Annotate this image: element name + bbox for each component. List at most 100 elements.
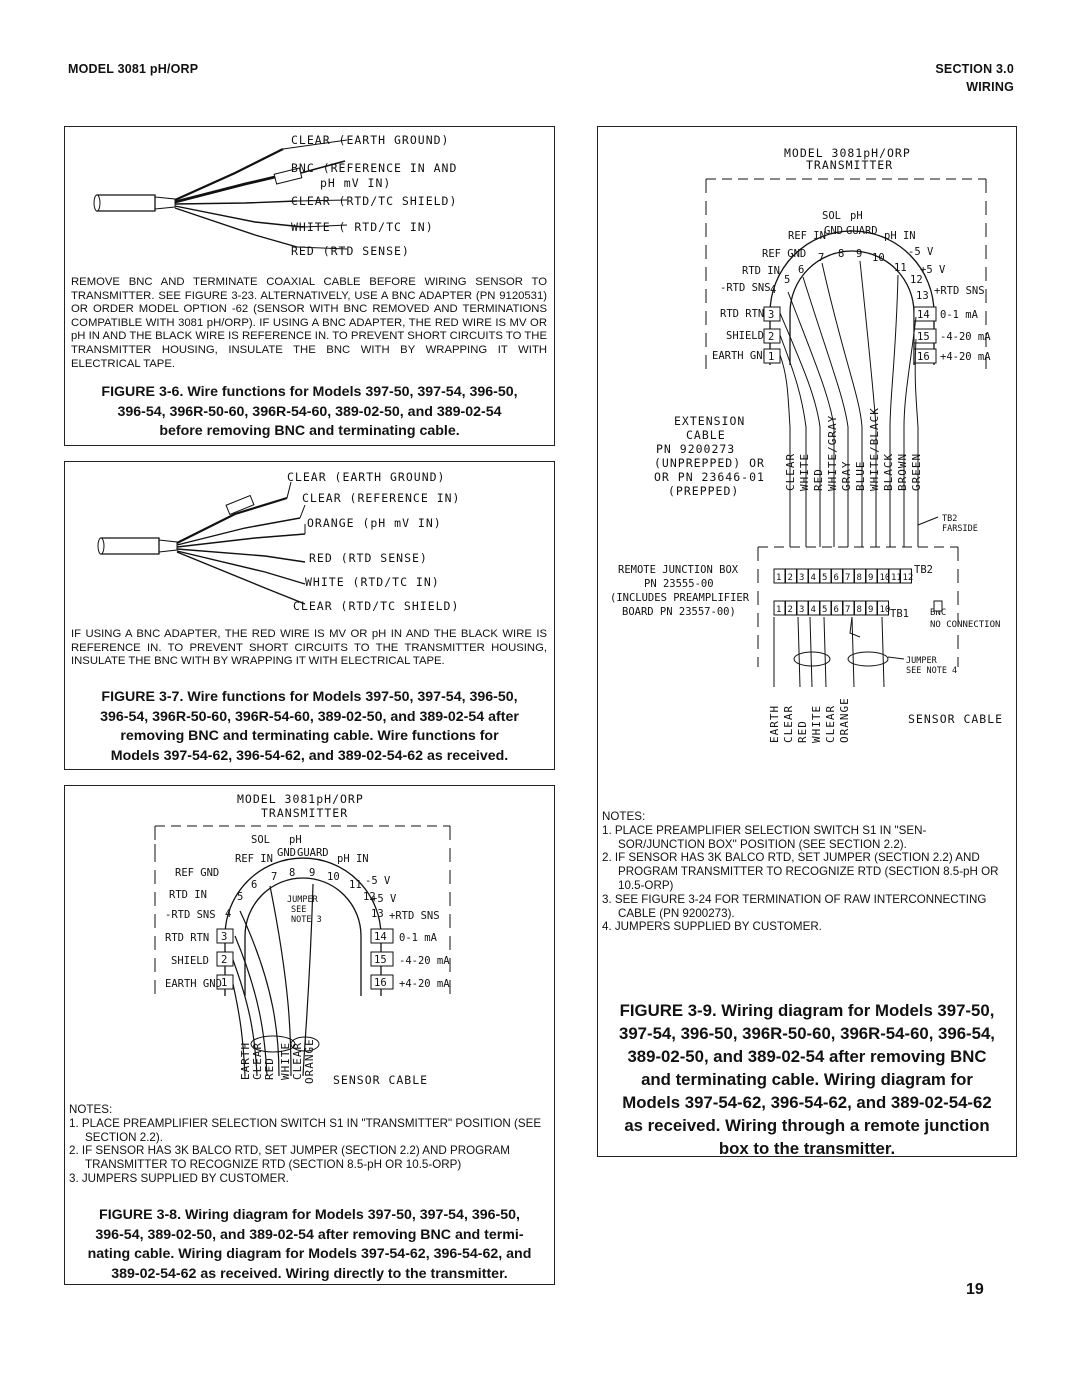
- fig7-caption-line: 396-54, 396R-50-60, 396R-54-60, 389-02-5…: [100, 708, 519, 725]
- wire-label: RED: [796, 720, 809, 743]
- section-title: WIRING: [966, 80, 1014, 94]
- fig8-plus-4-20: +4-20 mA: [399, 978, 450, 990]
- fig8-wire-label: ORANGE: [303, 1038, 316, 1084]
- svg-text:4: 4: [225, 908, 231, 920]
- fig7-label-4: RED (RTD SENSE): [309, 551, 428, 565]
- fig9-caption-line: as received. Wiring through a remote jun…: [624, 1116, 990, 1135]
- fig6-label-6: RED (RTD SENSE): [291, 244, 410, 258]
- fig6-caption-line: 396-54, 396R-50-60, 396R-54-60, 389-02-5…: [117, 403, 502, 420]
- fig6-caption-line: FIGURE 3-6. Wire functions for Models 39…: [101, 384, 518, 400]
- svg-text:9: 9: [309, 867, 315, 879]
- fig8-note-item: 1. PLACE PREAMPLIFIER SELECTION SWITCH S…: [69, 1116, 542, 1144]
- figure-3-6-drawing: CLEAR (EARTH GROUND) BNC (REFERENCE IN A…: [65, 133, 457, 258]
- svg-text:TB2: TB2: [914, 564, 933, 576]
- svg-text:RTD IN: RTD IN: [742, 265, 780, 277]
- svg-text:SHIELD: SHIELD: [726, 330, 764, 342]
- svg-text:TB2: TB2: [942, 514, 957, 524]
- terminal-number: 4: [811, 605, 816, 615]
- wire-label: WHITE/GRAY: [826, 414, 839, 491]
- fig8-sol: SOL: [251, 834, 270, 846]
- svg-text:+4-20 mA: +4-20 mA: [940, 351, 991, 363]
- terminal-number: 4: [811, 573, 816, 583]
- svg-text:EARTH GND: EARTH GND: [712, 350, 769, 362]
- terminal-number: 11: [891, 573, 902, 583]
- fig8-caption: FIGURE 3-8. Wiring diagram for Models 39…: [69, 1206, 550, 1284]
- wire-label: ORANGE: [838, 697, 851, 743]
- svg-text:1: 1: [221, 977, 227, 989]
- fig9-caption-line: box to the transmitter.: [718, 1139, 896, 1158]
- fig7-label-6: CLEAR (RTD/TC SHIELD): [293, 599, 459, 613]
- terminal-box: [878, 601, 889, 615]
- page-number: 19: [966, 1281, 984, 1298]
- fig7-label-5: WHITE (RTD/TC IN): [305, 575, 440, 589]
- fig8-wire-labels: EARTH CLEAR RED WHITE CLEAR ORANGE: [235, 1038, 325, 1096]
- fig8-caption-line: 396-54, 389-02-50, and 389-02-54 after r…: [95, 1226, 524, 1243]
- svg-text:pH IN: pH IN: [884, 230, 916, 242]
- fig9-caption-line: Models 397-54-62, 396-54-62, and 389-02-…: [622, 1093, 992, 1112]
- svg-text:REF IN: REF IN: [788, 230, 826, 242]
- fig8-title-1: MODEL 3081pH/ORP: [237, 792, 364, 806]
- svg-text:BNC: BNC: [930, 608, 946, 618]
- fig8-note-item: 2. IF SENSOR HAS 3K BALCO RTD, SET JUMPE…: [69, 1144, 510, 1172]
- fig7-label-3: ORANGE (pH mV IN): [307, 516, 442, 530]
- fig8-caption-line: nating cable. Wiring diagram for Models …: [87, 1246, 532, 1262]
- svg-text:REF GND: REF GND: [762, 248, 806, 260]
- fig7-label-2: CLEAR (REFERENCE IN): [302, 491, 460, 505]
- terminal-number: 2: [788, 605, 793, 615]
- fig9-notes: NOTES: 1. PLACE PREAMPLIFIER SELECTION S…: [602, 810, 1012, 934]
- fig8-earth-gnd: EARTH GND: [165, 978, 222, 990]
- fig6-label-5: WHITE ( RTD/TC IN): [291, 220, 434, 234]
- wire-label: CLEAR: [824, 704, 837, 743]
- svg-text:BOARD PN 23557-00): BOARD PN 23557-00): [622, 606, 736, 618]
- svg-text:2: 2: [221, 954, 227, 966]
- fig8-wire-label: RED: [263, 1057, 276, 1080]
- fig8-note-item: 3. JUMPERS SUPPLIED BY CUSTOMER.: [69, 1171, 289, 1185]
- svg-text:NO CONNECTION: NO CONNECTION: [930, 620, 1000, 630]
- svg-text:pH: pH: [850, 210, 863, 222]
- svg-text:+5 V: +5 V: [920, 264, 946, 276]
- svg-text:PN 23555-00: PN 23555-00: [644, 578, 714, 590]
- terminal-number: 6: [834, 573, 839, 583]
- fig8-ref-in: REF IN: [235, 853, 273, 865]
- fig9-notes-title: NOTES:: [602, 810, 646, 823]
- fig8-shield: SHIELD: [171, 955, 209, 967]
- wire-label: BLACK: [882, 452, 895, 491]
- section-header: SECTION 3.0 WIRING: [935, 62, 1014, 94]
- wire-label: GRAY: [840, 460, 853, 492]
- svg-text:4: 4: [770, 284, 776, 296]
- fig8-notes: NOTES: 1. PLACE PREAMPLIFIER SELECTION S…: [69, 1103, 549, 1186]
- terminal-number: 10: [880, 573, 891, 583]
- fig9-note-item: 4. JUMPERS SUPPLIED BY CUSTOMER.: [602, 920, 822, 934]
- fig7-caption: FIGURE 3-7. Wire functions for Models 39…: [69, 688, 550, 766]
- fig6-label-4: CLEAR (RTD/TC SHIELD): [291, 194, 457, 208]
- svg-text:15: 15: [917, 331, 930, 343]
- fig7-caption-line: FIGURE 3-7. Wire functions for Models 39…: [101, 689, 518, 705]
- svg-text:5: 5: [784, 274, 790, 286]
- svg-text:1: 1: [768, 351, 774, 363]
- fig6-caption-line: before removing BNC and terminating cabl…: [159, 423, 460, 439]
- svg-text:12: 12: [363, 891, 376, 903]
- wire-label: WHITE: [810, 704, 823, 743]
- svg-text:REMOTE JUNCTION BOX: REMOTE JUNCTION BOX: [618, 564, 739, 576]
- wire-label: WHITE/BLACK: [868, 407, 881, 491]
- svg-text:16: 16: [374, 977, 387, 989]
- svg-text:7: 7: [818, 252, 824, 264]
- svg-text:JUMPER: JUMPER: [906, 656, 938, 666]
- fig9-caption-line: and terminating cable. Wiring diagram fo…: [641, 1070, 973, 1089]
- fig8-caption-line: 389-02-54-62 as received. Wiring directl…: [111, 1265, 508, 1282]
- svg-text:-4-20 mA: -4-20 mA: [940, 331, 991, 343]
- fig8-title-2: TRANSMITTER: [261, 806, 348, 820]
- fig9-note-item: 1. PLACE PREAMPLIFIER SELECTION SWITCH S…: [602, 823, 927, 851]
- svg-text:10: 10: [872, 252, 885, 264]
- svg-text:-5 V: -5 V: [908, 246, 934, 258]
- svg-text:+RTD SNS: +RTD SNS: [934, 285, 985, 297]
- fig8-minus-4-20: -4-20 mA: [399, 955, 450, 967]
- fig9-note-item: 3. SEE FIGURE 3-24 FOR TERMINATION OF RA…: [602, 892, 987, 920]
- svg-text:SEE NOTE 4: SEE NOTE 4: [906, 666, 957, 676]
- svg-text:2: 2: [768, 331, 774, 343]
- fig8-rtd-in: RTD IN: [169, 889, 207, 901]
- svg-text:6: 6: [798, 264, 804, 276]
- terminal-number: 10: [880, 605, 891, 615]
